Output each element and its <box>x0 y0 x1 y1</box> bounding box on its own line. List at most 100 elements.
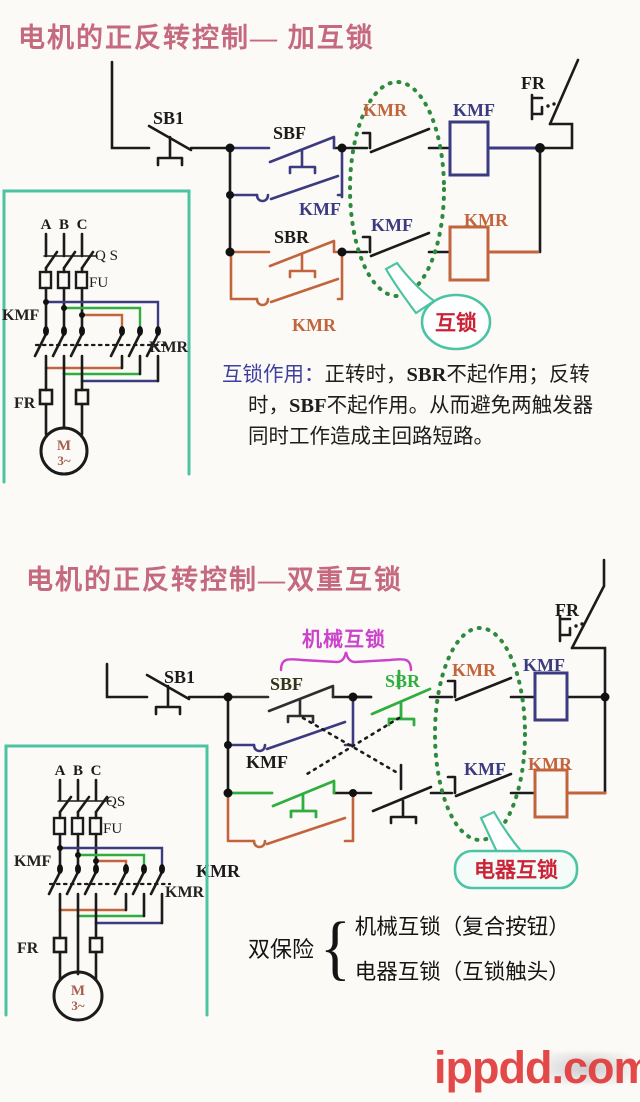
note-text: 不起作用；反转 <box>446 364 590 386</box>
diagram2-title: 电机的正反转控制—双重互锁 <box>26 565 403 595</box>
d2-kmf-nc-label: KMF <box>464 759 506 779</box>
d2-phase-a-label: A <box>55 763 66 779</box>
d2-kmr-latch-contact <box>226 791 355 849</box>
d2-sbf-nc-contact <box>371 763 433 825</box>
d2-kmf-coil <box>533 671 569 722</box>
d1-kmr-nc-label: KMR <box>363 100 408 120</box>
d1-motor-m-label: M <box>57 438 71 454</box>
d1-kmr-latch-label: KMR <box>292 315 337 335</box>
d2-phase-c-label: C <box>91 763 102 779</box>
d1-power-kmf-label: KMF <box>2 307 40 324</box>
d2-qs-label: QS <box>106 794 125 810</box>
d1-control-labels: SB1 SBF KMF SBR KMR KMR KMF KMF KMR FR <box>153 73 546 335</box>
note-sbf: SBF <box>289 395 327 417</box>
d1-sbr-label: SBR <box>274 227 310 247</box>
d2-kmf-coil-label: KMF <box>523 655 565 675</box>
d1-sb1-label: SB1 <box>153 108 184 128</box>
d2-control-circuit: 电器互锁 机械互锁 SB1 SBF SBR KMF KMR KMR KMF KM… <box>105 558 610 890</box>
d1-kmf-main-contacts <box>33 332 84 383</box>
d2-power-border <box>4 744 209 1017</box>
summary-item-electrical: 电器互锁（互锁触头） <box>354 960 570 984</box>
d2-crossover-wiring <box>58 846 164 925</box>
d2-motor-m-label: M <box>71 983 85 999</box>
d1-junction-dots <box>225 143 545 257</box>
d1-fu-label: FU <box>89 275 108 291</box>
d1-power-kmr-label: KMR <box>149 339 189 356</box>
d2-fr-contact <box>558 558 607 699</box>
electrical-interlock-label: 电器互锁 <box>474 858 558 882</box>
d1-kmf-coil-label: KMF <box>453 100 495 120</box>
d1-kmr-latch-contact <box>229 250 344 307</box>
d2-motor-3ph-label: 3~ <box>71 998 85 1013</box>
d2-kmf-nc-contact <box>446 772 513 798</box>
d1-power-fr-label: FR <box>14 395 36 412</box>
d2-contact-terminals <box>57 845 165 874</box>
d1-kmf-nc-label: KMF <box>371 215 413 235</box>
d1-power-border <box>2 189 191 484</box>
d2-mechanical-interlock-brace: 机械互锁 <box>279 627 413 672</box>
d1-kmr-nc-contact <box>361 127 431 154</box>
d1-contact-terminals <box>43 299 161 336</box>
d1-power-labels: A B C Q S FU KMF KMR FR <box>2 217 189 412</box>
callout-pointer <box>479 810 523 858</box>
interlock-note: 互锁作用：正转时，SBR不起作用；反转 时，SBF不起作用。从而避免两触发器 同… <box>222 360 634 453</box>
note-text: 时， <box>248 395 289 417</box>
d2-kmr-coil <box>533 768 607 819</box>
d2-fu-label: FU <box>103 821 122 837</box>
d2-kmr-coil-label: KMR <box>528 754 573 774</box>
d2-control-labels: SB1 SBF SBR KMF KMR KMR KMF KMF KMR FR <box>164 600 580 881</box>
d1-crossover-wiring <box>44 300 160 383</box>
d2-sb1-button <box>145 673 191 716</box>
d2-power-kmr-label: KMR <box>165 884 205 901</box>
d1-kmr-coil <box>448 225 540 282</box>
d2-power-kmf-label: KMF <box>14 853 52 870</box>
d1-sbf-button <box>228 135 336 175</box>
d2-fr-label: FR <box>555 600 580 620</box>
summary-item-mechanical: 机械互锁（复合按钮） <box>354 915 570 939</box>
d1-fr-contact <box>530 58 580 150</box>
summary-items: 机械互锁（复合按钮） 电器互锁（互锁触头） <box>355 910 570 986</box>
d2-sbf-no-button <box>226 684 335 724</box>
d1-interlock-callout: 互锁 <box>384 261 492 351</box>
d1-qs-label: Q S <box>95 248 118 264</box>
note-text: 正转时， <box>324 364 407 386</box>
interlock-callout-label: 互锁 <box>435 311 477 335</box>
d2-power-labels: A B C QS FU KMF KMR FR <box>14 763 205 957</box>
d2-electrical-interlock-callout: 电器互锁 <box>453 810 579 890</box>
note-line2: 时，SBF不起作用。从而避免两触发器 <box>222 391 634 422</box>
d1-kmf-latch-contact <box>228 146 344 203</box>
d1-power-circuit: M 3~ A B C Q S FU KMF KMR FR <box>2 189 191 484</box>
double-protection-summary: 双保险 { 机械互锁（复合按钮） 电器互锁（互锁触头） <box>248 910 570 986</box>
d1-fr-label: FR <box>521 73 546 93</box>
note-line3: 同时工作造成主回路短路。 <box>248 426 494 448</box>
d2-junction-dots <box>223 692 610 798</box>
d2-sbf-label: SBF <box>270 674 303 694</box>
d2-fr-dots <box>574 622 584 628</box>
d1-phase-a-label: A <box>41 217 52 233</box>
d2-interlock-ellipse <box>433 626 527 842</box>
mechanical-interlock-label: 机械互锁 <box>302 627 386 651</box>
d1-phase-b-label: B <box>59 217 69 233</box>
d2-kmr-nc-contact <box>446 676 513 702</box>
watermark-text: ippdd.com <box>434 1042 640 1093</box>
d2-sbr-label: SBR <box>385 671 421 691</box>
d1-fr-dots <box>546 102 556 108</box>
d2-kmr-latch-label: KMR <box>196 861 241 881</box>
d1-kmr-coil-label: KMR <box>464 210 509 230</box>
d2-kmf-latch-label: KMF <box>246 752 288 772</box>
d1-motor: M 3~ <box>39 426 89 476</box>
d2-kmf-latch-contact <box>226 695 355 753</box>
d1-sbf-label: SBF <box>273 123 306 143</box>
d1-control-circuit: 互锁 SB1 SBF KMF SBR KMR KMR KMF KMF KMR F… <box>110 58 580 351</box>
d2-mechanical-links-dotted <box>301 716 401 776</box>
diagram1-title: 电机的正反转控制— 加互锁 <box>18 23 375 53</box>
d2-sb1-label: SB1 <box>164 667 195 687</box>
note-text: 不起作用。从而避免两触发器 <box>326 395 594 417</box>
note-sbr: SBR <box>406 364 447 386</box>
d1-interlock-ellipse <box>348 80 446 298</box>
d1-sb1-button <box>147 124 193 167</box>
d1-phase-lines <box>38 232 98 332</box>
d1-kmf-coil <box>448 120 540 177</box>
